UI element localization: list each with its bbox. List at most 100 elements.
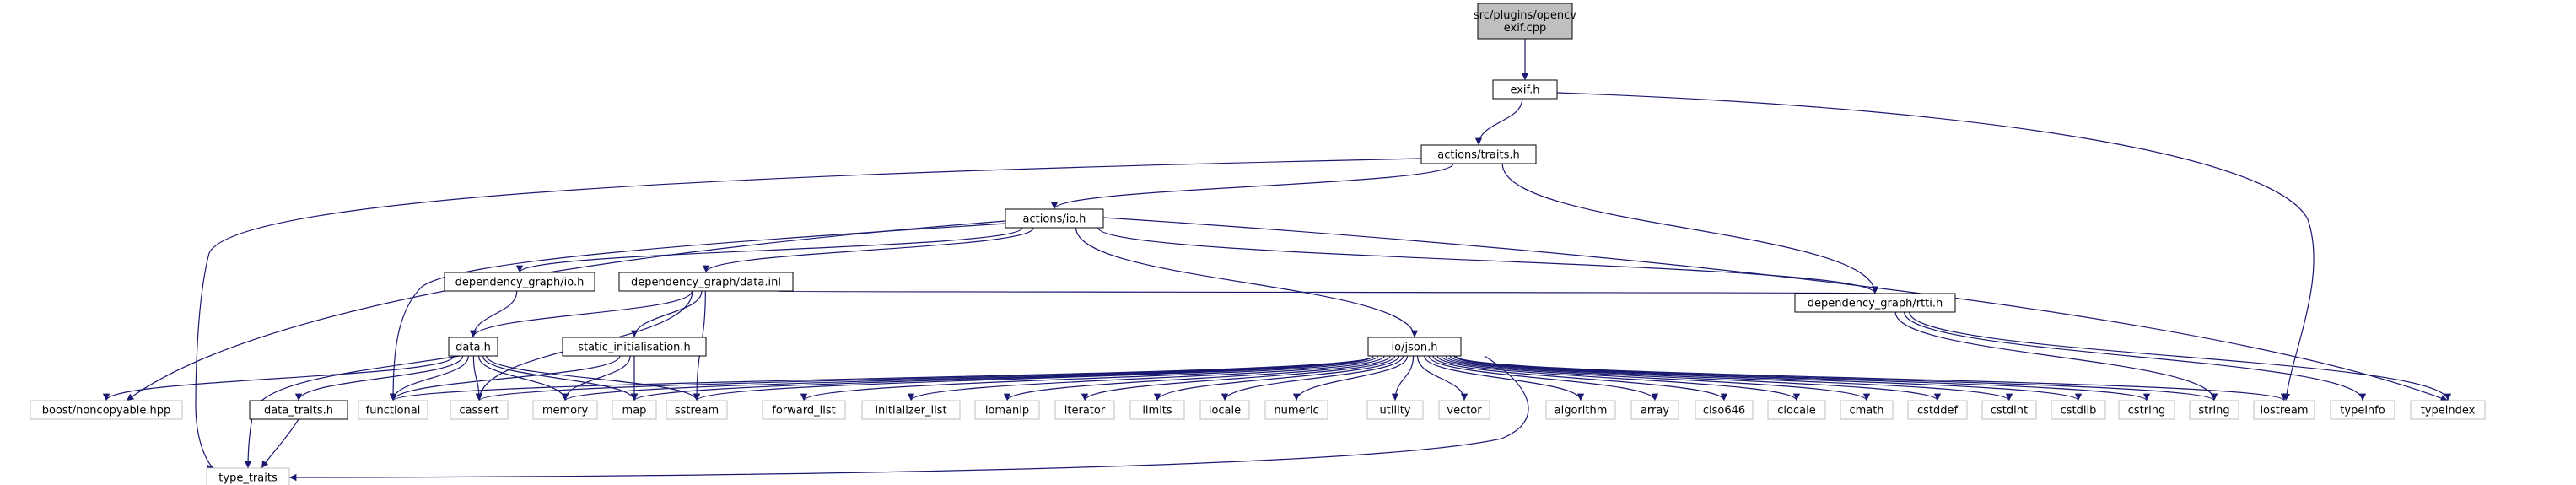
node-iterator: iterator: [1054, 400, 1115, 420]
edge-data_h-to-sstream: [486, 355, 701, 401]
node-box: [2118, 400, 2175, 420]
edge-data_h-to-boost: [102, 355, 455, 401]
edge-actions_io-to-typeindex: [1102, 217, 2449, 401]
edge-data_traits-to-type_traits: [261, 418, 299, 469]
edge-io_json-to-cstdlib: [1453, 355, 2082, 401]
node-label: actions/io.h: [1023, 213, 1086, 226]
edge-static_init-to-functional: [389, 355, 621, 401]
node-label: sstream: [675, 405, 719, 418]
node-memory: memory: [532, 400, 598, 420]
node-box: [1005, 208, 1104, 229]
node-data-h[interactable]: data.h: [448, 337, 498, 357]
node-label: limits: [1142, 405, 1172, 418]
node-box: [30, 400, 183, 420]
node-actions-io[interactable]: actions/io.h: [1005, 208, 1104, 229]
node-io-json[interactable]: io/json.h: [1367, 337, 1462, 357]
node-box: [612, 400, 657, 420]
node-label: locale: [1209, 405, 1241, 418]
node-label: string: [2198, 405, 2229, 418]
edge-io_json-to-iterator: [1081, 355, 1396, 401]
node-limits: limits: [1129, 400, 1185, 420]
edge-dg_rtti-to-string: [1894, 311, 2218, 401]
node-array: array: [1630, 400, 1679, 420]
node-label: iterator: [1064, 405, 1106, 418]
node-label: exif.cpp: [1504, 22, 1547, 35]
node-label: static_initialisation.h: [578, 342, 691, 354]
edge-data_h-to-type_traits: [244, 355, 461, 469]
node-box: [1367, 337, 1462, 357]
node-box: [1630, 400, 1679, 420]
node-box: [1438, 400, 1490, 420]
edge-data_h-to-cassert: [472, 355, 483, 401]
node-label: cstdint: [1991, 405, 2028, 418]
node-box: [666, 400, 728, 420]
node-exif-h[interactable]: exif.h: [1492, 79, 1558, 100]
node-box: [974, 400, 1040, 420]
node-box: [448, 337, 498, 357]
node-forward-list: forward_list: [762, 400, 846, 420]
node-label: typeinfo: [2340, 405, 2385, 418]
node-box: [358, 400, 428, 420]
edge-io_json-to-cstdint: [1449, 355, 2013, 401]
node-label: cassert: [459, 405, 498, 418]
node-box: [2410, 400, 2486, 420]
node-label: vector: [1447, 405, 1482, 418]
edge-data_h-to-data_traits: [294, 355, 464, 401]
node-label: type_traits: [218, 472, 278, 485]
node-vector: vector: [1438, 400, 1490, 420]
node-label: array: [1641, 405, 1669, 418]
node-label: algorithm: [1555, 405, 1608, 418]
edge-dg_data_inl-to-static_init: [630, 290, 703, 338]
node-initializer-list: initializer_list: [861, 400, 961, 420]
node-map: map: [612, 400, 657, 420]
node-box: [206, 467, 290, 485]
edge-io_json-to-initializer_list: [907, 355, 1385, 401]
node-box: [1545, 400, 1616, 420]
node-typeindex: typeindex: [2410, 400, 2486, 420]
edge-actions_traits-to-actions_io: [1050, 163, 1454, 210]
node-box: [1492, 79, 1558, 100]
node-actions-traits[interactable]: actions/traits.h: [1420, 144, 1537, 164]
node-label: map: [622, 405, 647, 418]
node-data-traits[interactable]: data_traits.h: [249, 400, 348, 420]
node-label: clocale: [1777, 405, 1815, 418]
node-box: [562, 337, 707, 357]
edge-io_json-to-ciso646: [1432, 355, 1728, 401]
node-box: [1477, 3, 1573, 40]
node-static-init[interactable]: static_initialisation.h: [562, 337, 707, 357]
edge-actions_io-to-dg_rtti: [1097, 227, 1879, 294]
node-sstream: sstream: [666, 400, 728, 420]
node-box: [1054, 400, 1115, 420]
edge-dg_data_inl-to-data_h: [469, 290, 693, 338]
node-box: [1840, 400, 1894, 420]
node-dg-rtti[interactable]: dependency_graph/rtti.h: [1794, 293, 1956, 313]
node-box: [1767, 400, 1826, 420]
edge-dg_rtti-to-typeindex: [1909, 311, 2452, 401]
edge-dg_io-to-data_h: [469, 290, 518, 338]
node-label: data_traits.h: [264, 405, 333, 418]
node-box: [1907, 400, 1968, 420]
node-cstddef: cstddef: [1907, 400, 1968, 420]
node-dg-io[interactable]: dependency_graph/io.h: [444, 272, 595, 292]
node-label: functional: [366, 405, 421, 418]
node-ciso646: ciso646: [1695, 400, 1754, 420]
edge-actions_io-to-functional: [389, 223, 1006, 401]
edge-actions_traits-to-dg_rtti: [1501, 163, 1879, 294]
node-cassert: cassert: [450, 400, 509, 420]
node-label: cstring: [2128, 405, 2165, 418]
edges-layer: [102, 39, 2452, 482]
node-box: [861, 400, 961, 420]
node-box: [444, 272, 595, 292]
node-type-traits: type_traits: [206, 467, 290, 485]
node-dg-data-inl[interactable]: dependency_graph/data.inl: [618, 272, 794, 292]
edge-io_json-to-map: [631, 355, 1374, 401]
node-box: [2051, 400, 2106, 420]
edge-io_json-to-iomanip: [1003, 355, 1391, 401]
node-box: [2330, 400, 2395, 420]
edge-static_init-to-memory: [561, 355, 631, 401]
edge-io_json-to-iostream: [1455, 355, 2288, 401]
edge-data_h-to-memory: [477, 355, 569, 401]
